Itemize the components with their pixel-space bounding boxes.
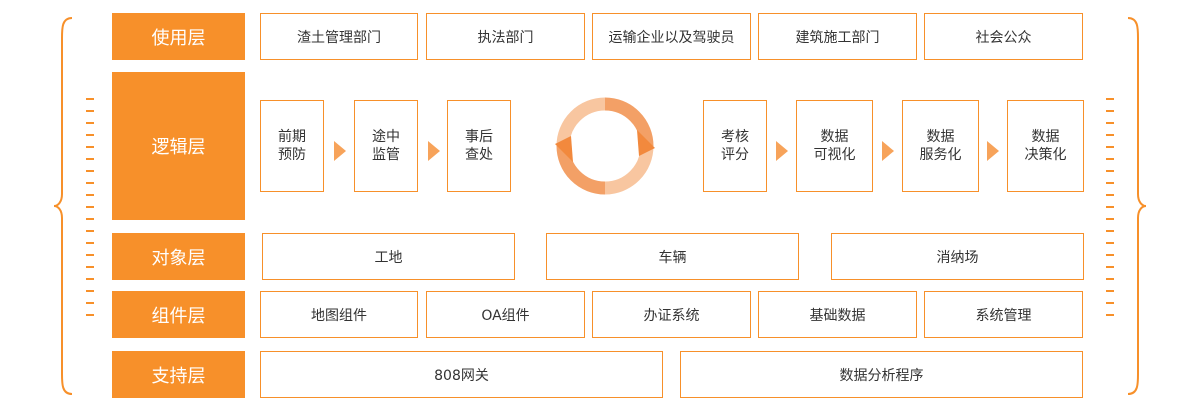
support-item: 808网关 (260, 351, 663, 398)
logic-step: 考核 评分 (703, 100, 767, 192)
logic-step-line: 数据 (926, 129, 955, 145)
left-brace-icon (53, 17, 73, 395)
logic-step: 数据 可视化 (796, 100, 873, 192)
logic-step-line: 监管 (372, 147, 400, 163)
usage-item: 建筑施工部门 (758, 13, 917, 60)
component-item: 基础数据 (758, 291, 917, 338)
component-item: 办证系统 (592, 291, 751, 338)
usage-item: 社会公众 (924, 13, 1083, 60)
logic-step-line: 评分 (721, 147, 749, 163)
logic-step-line: 数据 (1031, 129, 1060, 145)
arrow-right-icon (334, 141, 346, 161)
arrow-right-icon (882, 141, 894, 161)
logic-step: 前期 预防 (260, 100, 324, 192)
logic-step: 数据 决策化 (1007, 100, 1084, 192)
refresh-cycle-icon (555, 97, 655, 195)
usage-item: 执法部门 (426, 13, 585, 60)
component-item: 系统管理 (924, 291, 1083, 338)
component-item: 地图组件 (260, 291, 418, 338)
logic-step-line: 决策化 (1024, 147, 1067, 163)
layer-label-usage: 使用层 (112, 13, 245, 60)
right-brace-icon (1127, 17, 1147, 395)
component-item: OA组件 (426, 291, 585, 338)
logic-step-line: 考核 (721, 129, 749, 145)
logic-step-line: 途中 (372, 129, 400, 145)
logic-step-line: 数据 (820, 129, 849, 145)
usage-item: 运输企业以及驾驶员 (592, 13, 751, 60)
logic-step-line: 查处 (465, 147, 493, 163)
logic-step: 途中 监管 (354, 100, 418, 192)
layer-label-logic: 逻辑层 (112, 72, 245, 220)
layer-label-component: 组件层 (112, 291, 245, 338)
layer-label-object: 对象层 (112, 233, 245, 280)
logic-step-line: 可视化 (813, 147, 856, 163)
logic-step: 数据 服务化 (902, 100, 979, 192)
right-dash-column (1106, 98, 1114, 316)
logic-step-line: 事后 (465, 129, 493, 145)
left-dash-column (86, 98, 94, 316)
arrow-right-icon (776, 141, 788, 161)
usage-item: 渣土管理部门 (260, 13, 418, 60)
arrow-right-icon (428, 141, 440, 161)
logic-step-line: 服务化 (919, 147, 962, 163)
object-item: 工地 (262, 233, 515, 280)
logic-step-line: 预防 (278, 147, 306, 163)
logic-step: 事后 查处 (447, 100, 511, 192)
logic-step-line: 前期 (278, 129, 306, 145)
arrow-right-icon (987, 141, 999, 161)
object-item: 消纳场 (831, 233, 1084, 280)
support-item: 数据分析程序 (680, 351, 1083, 398)
object-item: 车辆 (546, 233, 799, 280)
layer-label-support: 支持层 (112, 351, 245, 398)
